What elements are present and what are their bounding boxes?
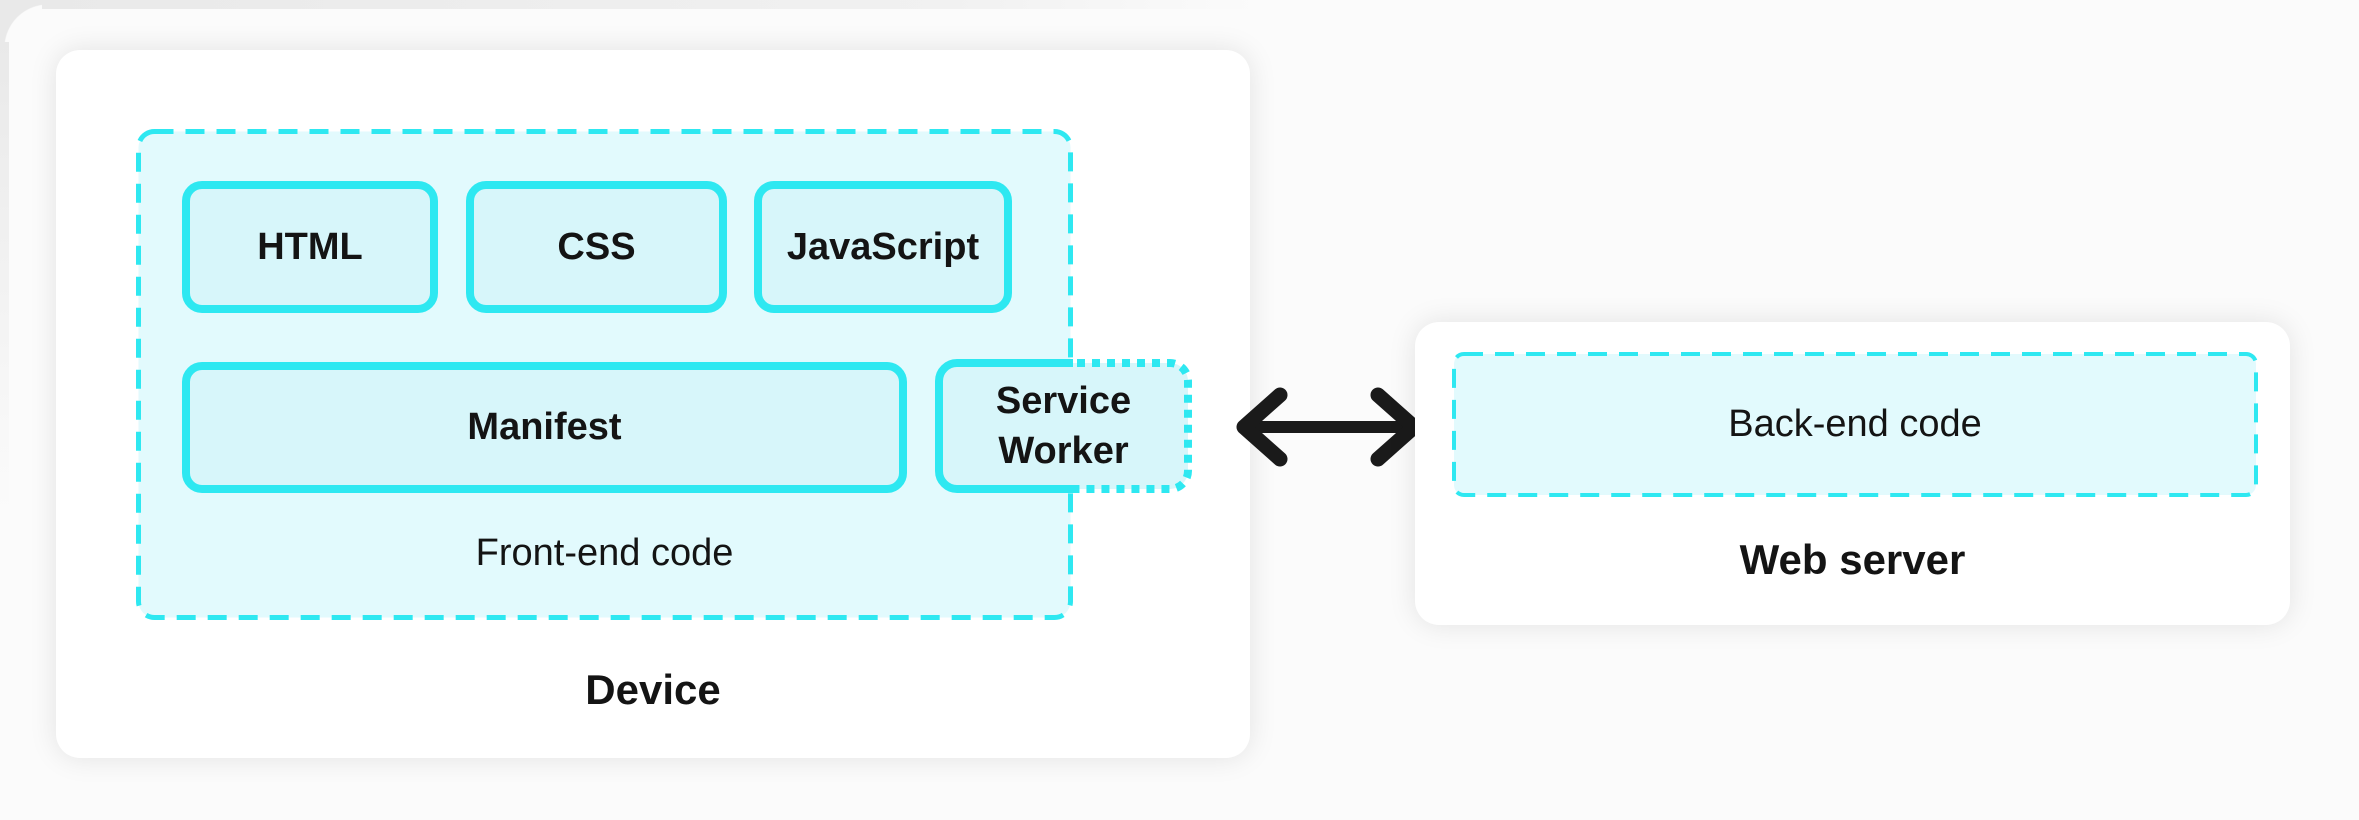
device-server-connection xyxy=(1222,378,1436,476)
page-top-edge-decor xyxy=(42,0,1257,9)
manifest-box-label: Manifest xyxy=(467,406,622,448)
web-server-card-title: Web server xyxy=(1739,536,1966,583)
backend-dashed-border xyxy=(1452,352,2258,497)
device-card-title: Device xyxy=(585,666,721,713)
javascript-box-label: JavaScript xyxy=(786,225,980,268)
service-worker-box: Service Worker xyxy=(935,359,1192,493)
html-box: HTML xyxy=(182,181,438,313)
service-worker-box-border xyxy=(935,359,1192,493)
frontend-code-panel: HTML CSS JavaScript Manifest Front-end c… xyxy=(136,129,1192,620)
css-box: CSS xyxy=(466,181,727,313)
css-box-label: CSS xyxy=(557,225,636,268)
web-server-card: Back-end code Web server xyxy=(1415,322,2290,625)
page-left-edge-decor xyxy=(0,42,9,512)
bidirectional-arrow-icon xyxy=(1236,387,1422,467)
backend-code-panel: Back-end code xyxy=(1452,352,2258,497)
frontend-panel-caption: Front-end code xyxy=(475,532,734,574)
page-corner-decor xyxy=(0,0,48,48)
backend-panel-caption: Back-end code xyxy=(1728,403,1982,445)
javascript-box: JavaScript xyxy=(754,181,1012,313)
html-box-label: HTML xyxy=(257,225,363,268)
device-card: HTML CSS JavaScript Manifest Front-end c… xyxy=(56,50,1250,758)
manifest-box: Manifest xyxy=(182,362,907,493)
service-worker-box-label: Service Worker xyxy=(995,379,1132,472)
